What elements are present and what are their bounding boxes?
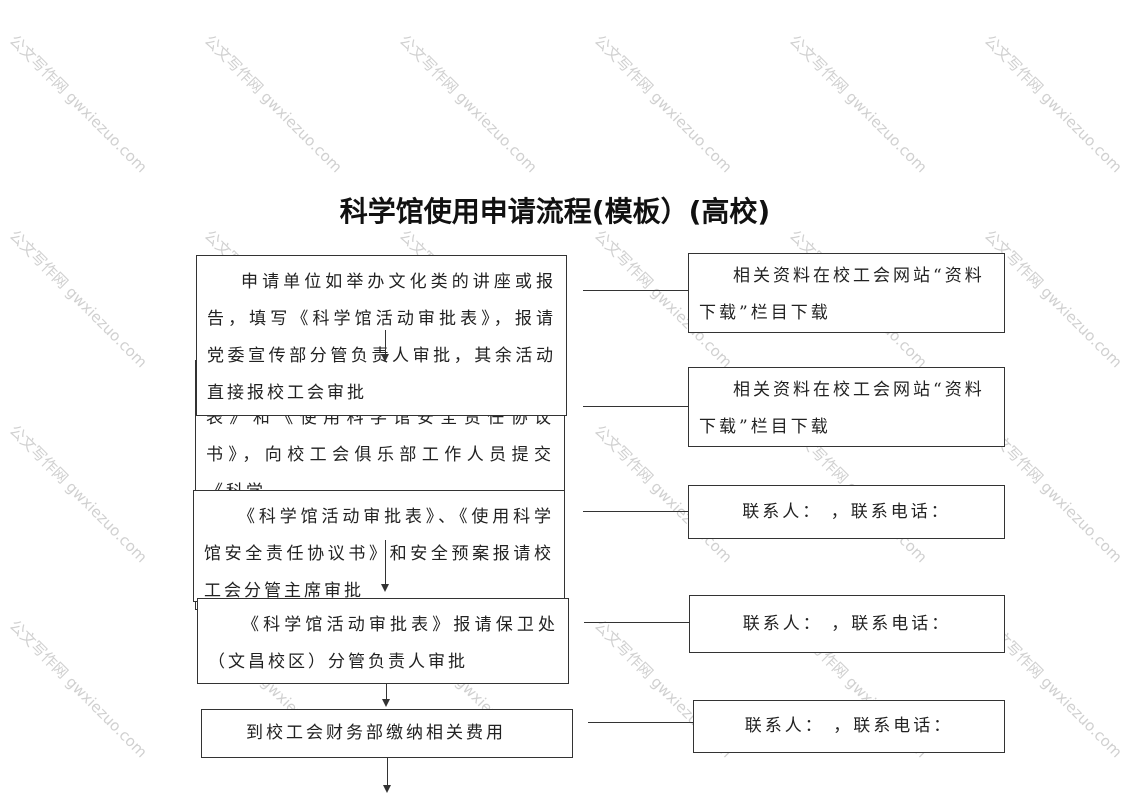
watermark-text: 公文写作网 gwxiezuo.com xyxy=(5,616,151,762)
flow-arrow-line xyxy=(386,684,387,700)
side-note-1: 相关资料在校工会网站“资料下载”栏目下载 xyxy=(688,253,1005,333)
note-connector xyxy=(583,406,688,407)
side-note-4: 联系人： ，联系电话： xyxy=(689,595,1005,653)
flow-step-4-text: 《科学馆活动审批表》报请保卫处（文昌校区）分管负责人审批 xyxy=(208,615,558,672)
watermark-text: 公文写作网 gwxiezuo.com xyxy=(5,226,151,372)
side-note-2-text: 相关资料在校工会网站“资料下载”栏目下载 xyxy=(699,380,985,437)
watermark-text: 公文写作网 gwxiezuo.com xyxy=(395,31,541,177)
side-note-5-text: 联系人： ，联系电话： xyxy=(744,716,954,736)
flow-step-5: 到校工会财务部缴纳相关费用 xyxy=(201,709,573,758)
flow-arrowhead xyxy=(381,354,389,362)
flow-arrowhead xyxy=(382,699,390,707)
note-connector xyxy=(583,511,688,512)
note-connector xyxy=(583,290,688,291)
watermark-text: 公文写作网 gwxiezuo.com xyxy=(5,31,151,177)
flow-arrow-line xyxy=(385,540,386,586)
watermark-text: 公文写作网 gwxiezuo.com xyxy=(200,31,346,177)
side-note-3: 联系人： ，联系电话： xyxy=(688,485,1005,539)
side-note-5: 联系人： ，联系电话： xyxy=(693,700,1005,753)
flow-step-2-text: 表》和《使用科学馆安全责任协议书》，向校工会俱乐部工作人员提交《科学 xyxy=(206,408,554,502)
note-connector xyxy=(588,722,693,723)
flow-step-1: 申请单位如举办文化类的讲座或报告，填写《科学馆活动审批表》，报请党委宣传部分管负… xyxy=(196,255,567,416)
side-note-4-text: 联系人： ，联系电话： xyxy=(742,614,952,634)
flow-step-3-text: 《科学馆活动审批表》、《使用科学馆安全责任协议书》和安全预案报请校工会分管主席审… xyxy=(204,507,554,601)
watermark-text: 公文写作网 gwxiezuo.com xyxy=(590,31,736,177)
flow-arrow-line xyxy=(387,758,388,786)
side-note-3-text: 联系人： ，联系电话： xyxy=(742,502,951,522)
flow-step-5-text: 到校工会财务部缴纳相关费用 xyxy=(246,723,506,743)
flow-arrow-line xyxy=(385,330,386,355)
watermark-text: 公文写作网 gwxiezuo.com xyxy=(785,31,931,177)
watermark-text: 公文写作网 gwxiezuo.com xyxy=(5,421,151,567)
flow-step-1-text: 申请单位如举办文化类的讲座或报告，填写《科学馆活动审批表》，报请党委宣传部分管负… xyxy=(207,272,556,403)
flow-step-4: 《科学馆活动审批表》报请保卫处（文昌校区）分管负责人审批 xyxy=(197,598,569,684)
flow-arrowhead xyxy=(381,584,389,592)
note-connector xyxy=(584,622,689,623)
flow-arrowhead xyxy=(383,785,391,793)
page-title: 科学馆使用申请流程(模板）(高校) xyxy=(339,195,771,228)
side-note-2: 相关资料在校工会网站“资料下载”栏目下载 xyxy=(688,367,1005,447)
watermark-text: 公文写作网 gwxiezuo.com xyxy=(980,31,1122,177)
flow-step-3: 《科学馆活动审批表》、《使用科学馆安全责任协议书》和安全预案报请校工会分管主席审… xyxy=(193,490,565,602)
side-note-1-text: 相关资料在校工会网站“资料下载”栏目下载 xyxy=(699,266,985,323)
